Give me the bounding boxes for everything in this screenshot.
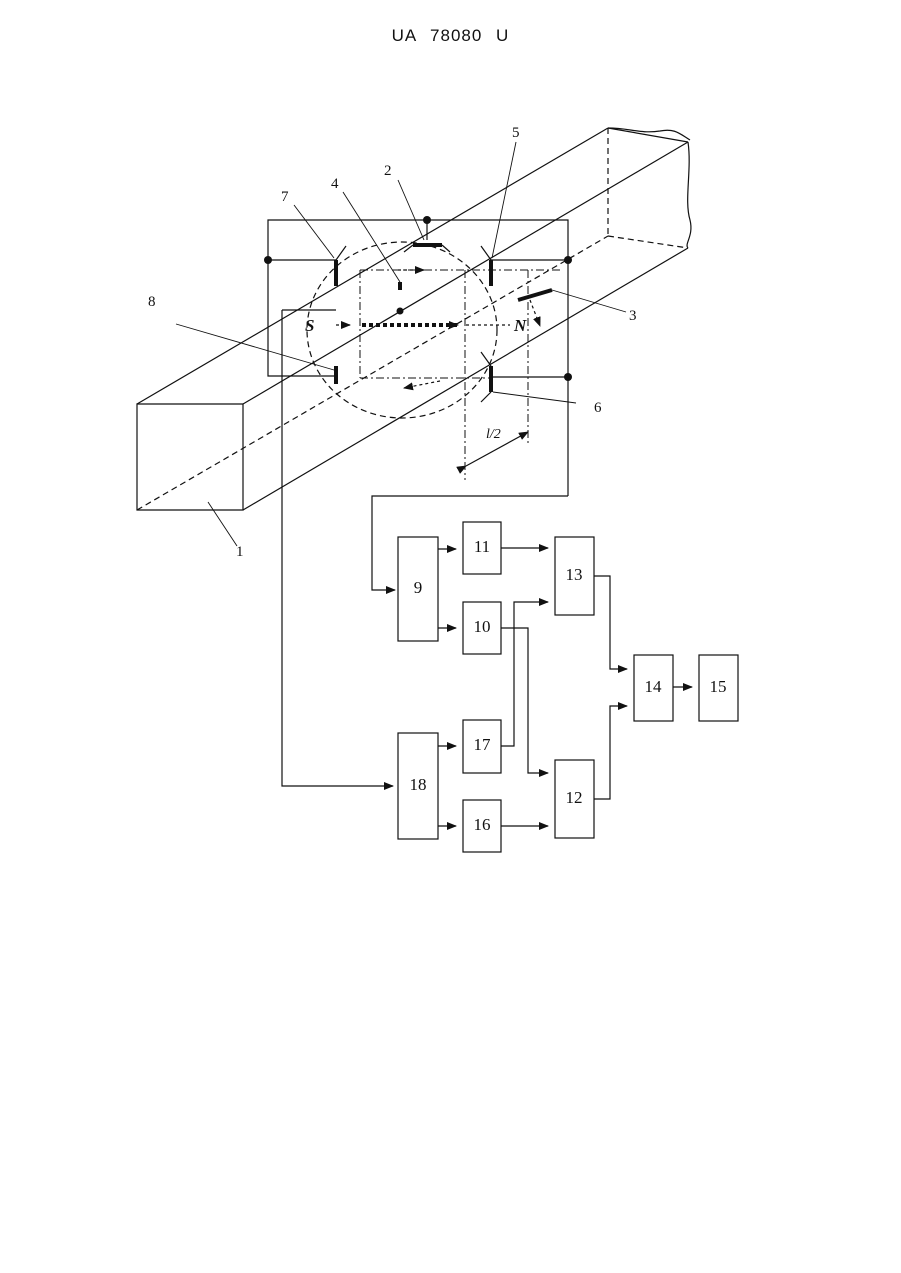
callout-5: 5 — [512, 125, 520, 141]
block-10-label: 10 — [474, 617, 491, 636]
block-16-label: 16 — [474, 815, 491, 834]
sensor-3 — [518, 290, 552, 300]
block-18-label: 18 — [410, 775, 427, 794]
block-13-label: 13 — [566, 565, 583, 584]
pole-north-label: N — [513, 316, 527, 335]
block-15-label: 15 — [710, 677, 727, 696]
callout-8: 8 — [148, 294, 156, 310]
callout-2: 2 — [384, 163, 392, 179]
callout-3: 3 — [629, 308, 637, 324]
block-12-label: 12 — [566, 788, 583, 807]
dimension-label: l/2 — [486, 427, 501, 442]
sensor-frame — [268, 220, 568, 786]
block-9-label: 9 — [414, 578, 423, 597]
callout-1: 1 — [236, 544, 244, 560]
block-11-label: 11 — [474, 537, 490, 556]
callout-7: 7 — [281, 189, 289, 205]
rail-bar — [137, 128, 691, 510]
block-17-label: 17 — [474, 735, 492, 754]
pole-south-label: S — [305, 316, 314, 335]
callout-4: 4 — [331, 176, 339, 192]
block-14-label: 14 — [645, 677, 663, 696]
callout-6: 6 — [594, 400, 602, 416]
